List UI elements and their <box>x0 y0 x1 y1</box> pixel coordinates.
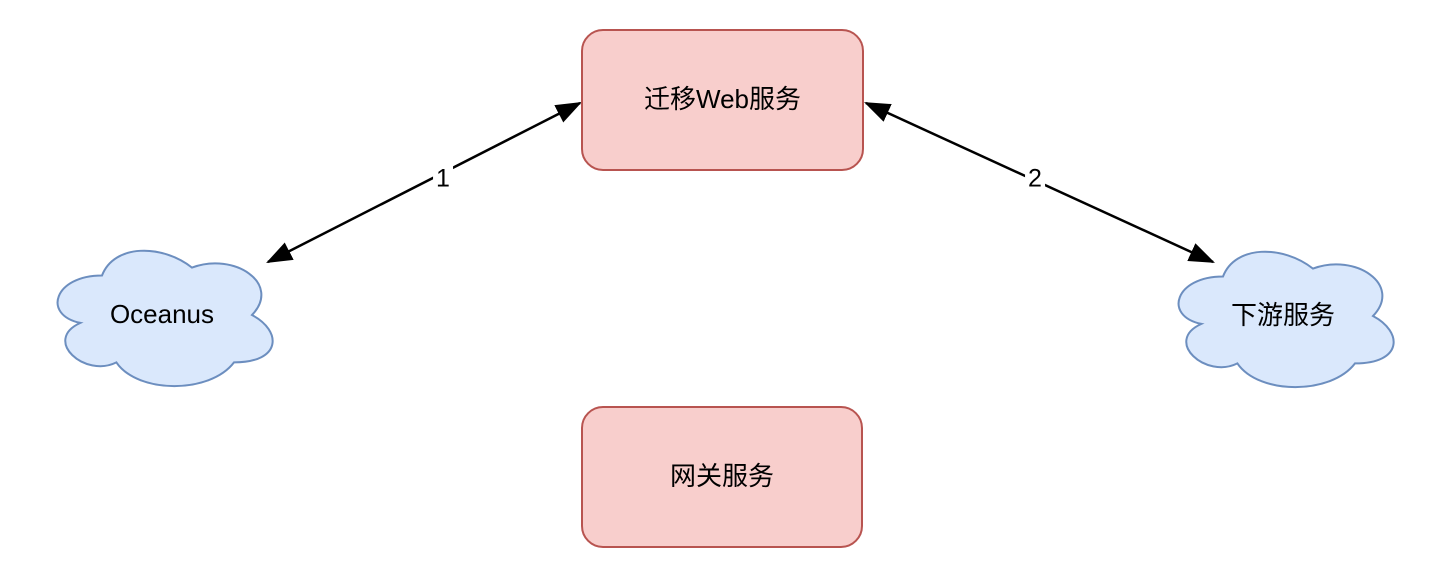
edge-oceanus-webservice <box>266 101 582 264</box>
node-web-service-shape <box>581 29 864 171</box>
node-gateway-shape <box>581 406 863 548</box>
node-oceanus-cloud-shape <box>56 249 274 387</box>
edge-webservice-downstream <box>864 101 1215 264</box>
node-downstream-cloud-shape <box>1177 250 1395 388</box>
